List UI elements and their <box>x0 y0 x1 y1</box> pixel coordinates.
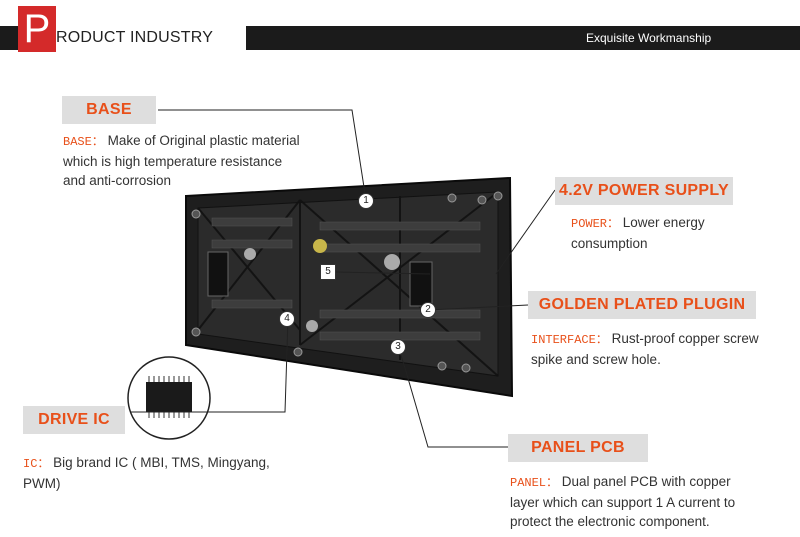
power-label: 4.2V POWER SUPPLY <box>555 177 733 205</box>
drive-ic-image <box>127 356 211 440</box>
plugin-description: INTERFACE： Rust-proof copper screw spike… <box>531 329 759 369</box>
header-logo-letter: P <box>18 6 56 52</box>
header-title: RODUCT INDUSTRY <box>56 29 214 46</box>
panel-description: PANEL： Dual panel PCB with copper layer … <box>510 472 735 531</box>
base-text-line2: which is high temperature resistance <box>63 154 283 169</box>
panel-text-line1: Dual panel PCB with copper <box>561 474 731 489</box>
drive-ic-label: DRIVE IC <box>23 406 125 434</box>
base-description: BASE： Make of Original plastic material … <box>63 131 300 190</box>
plugin-label: GOLDEN PLATED PLUGIN <box>528 291 756 319</box>
panel-label: PANEL PCB <box>508 434 648 462</box>
header-title-background <box>56 26 246 50</box>
marker-4: 4 <box>279 311 295 327</box>
marker-1: 1 <box>358 193 374 209</box>
base-text-line1: Make of Original plastic material <box>107 133 300 148</box>
marker-5: 5 <box>320 264 336 280</box>
drive-ic-description: IC： Big brand IC ( MBI, TMS, Mingyang, P… <box>23 453 270 493</box>
drive-ic-text-line2: PWM) <box>23 476 61 491</box>
base-label: BASE <box>62 96 156 124</box>
panel-tag: PANEL： <box>510 476 559 490</box>
panel-text-line2: layer which can support 1 A current to <box>510 495 736 510</box>
drive-ic-text-line1: Big brand IC ( MBI, TMS, Mingyang, <box>53 455 270 470</box>
base-tag: BASE： <box>63 135 104 149</box>
led-module-image <box>185 176 514 398</box>
plugin-text-line1: Rust-proof copper screw <box>611 331 759 346</box>
power-text-line1: Lower energy <box>622 215 705 230</box>
power-text-line2: consumption <box>571 236 648 251</box>
marker-3: 3 <box>390 339 406 355</box>
drive-ic-tag: IC： <box>23 457 50 471</box>
plugin-tag: INTERFACE： <box>531 333 608 347</box>
power-description: POWER： Lower energy consumption <box>571 213 705 253</box>
plugin-text-line2: spike and screw hole. <box>531 352 661 367</box>
power-tag: POWER： <box>571 217 620 231</box>
leader-lines <box>130 109 556 448</box>
base-text-line3: and anti-corrosion <box>63 173 172 188</box>
marker-2: 2 <box>420 302 436 318</box>
header-subtitle: Exquisite Workmanship <box>586 31 712 45</box>
panel-text-line3: protect the electronic component. <box>510 514 710 529</box>
